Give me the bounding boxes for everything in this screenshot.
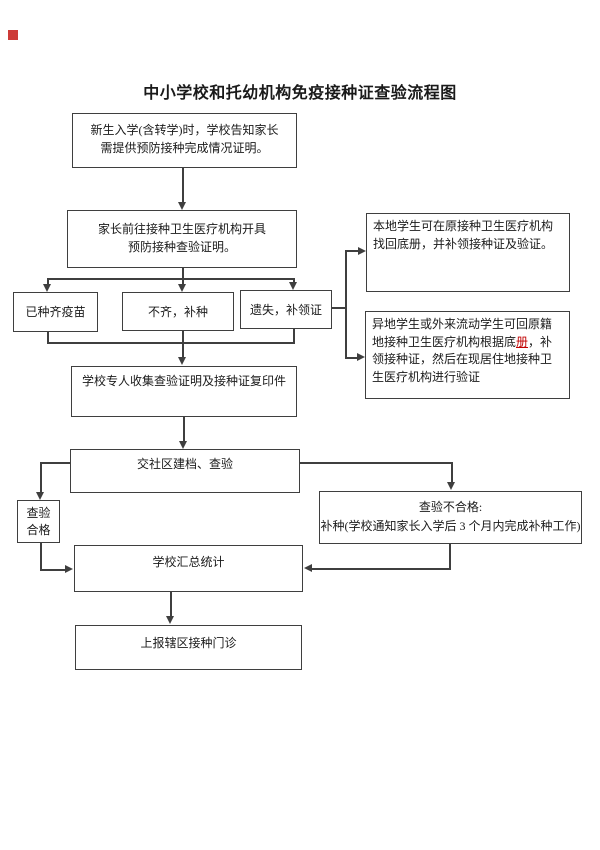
- box-remote-post: ，补领接种证，然后在现居住地接种卫生医疗机构进行验证: [372, 334, 553, 384]
- connector-enroll-parents: [182, 168, 184, 203]
- connector-to-remote: [345, 357, 358, 359]
- box-summary-label: 学校汇总统计: [152, 555, 225, 569]
- arrowhead-remote: [357, 353, 365, 361]
- connector-branch-bar: [47, 278, 295, 280]
- flowchart-box-pass: 查验 合格: [17, 500, 60, 543]
- arrowhead-fail: [447, 482, 455, 490]
- box-fail-line1: 查验不合格:: [418, 500, 483, 514]
- box-remote-text: 异地学生或外来流动学生可回原籍地接种卫生医疗机构根据底册，补领接种证，然后在现居…: [366, 312, 569, 390]
- connector-lost-vertical: [345, 250, 347, 358]
- box-community-label: 交社区建档、查验: [136, 457, 233, 471]
- flowchart-box-report: 上报辖区接种门诊: [75, 625, 302, 670]
- connector-branch-right: [293, 278, 295, 283]
- connector-merge-down: [182, 331, 184, 358]
- connector-summary-report: [170, 592, 172, 617]
- connector-pass-summary-v: [40, 543, 42, 570]
- arrowhead-branch-lost: [289, 282, 297, 290]
- flowchart-box-collect: 学校专人收集查验证明及接种证复印件: [71, 366, 297, 417]
- connector-fail-summary-h: [312, 568, 451, 570]
- box-lost-label: 遗失，补领证: [249, 303, 322, 317]
- arrowhead-pass: [36, 492, 44, 500]
- arrowhead-branch-incomplete: [178, 284, 186, 292]
- flowchart-box-local: 本地学生可在原接种卫生医疗机构 找回底册，并补领接种证及验证。: [366, 213, 570, 292]
- connector-community-right: [300, 462, 453, 464]
- connector-branch-left: [47, 278, 49, 285]
- box-remote-highlight: 册: [516, 334, 529, 349]
- box-local-text: 本地学生可在原接种卫生医疗机构 找回底册，并补领接种证及验证。: [367, 214, 569, 257]
- connector-parents-branch: [182, 268, 184, 279]
- arrowhead-local: [358, 247, 366, 255]
- arrowhead-community: [179, 441, 187, 449]
- connector-community-left: [40, 462, 70, 464]
- flowchart-box-incomplete: 不齐，补种: [122, 292, 234, 331]
- arrowhead-summary-left: [65, 565, 73, 573]
- arrowhead-enroll-parents: [178, 202, 186, 210]
- box-enroll-line2: 需提供预防接种完成情况证明。: [100, 141, 269, 155]
- box-fail-line2: 补种(学校通知家长入学后 3 个月内完成补种工作): [320, 519, 581, 533]
- connector-pass-down: [40, 462, 42, 493]
- page-title: 中小学校和托幼机构免疫接种证查验流程图: [143, 85, 457, 102]
- connector-to-local: [345, 250, 359, 252]
- box-parents-line2: 预防接种查验证明。: [127, 240, 236, 254]
- flowchart-box-complete: 已种齐疫苗: [13, 292, 98, 332]
- flowchart-box-parents: 家长前往接种卫生医疗机构开具 预防接种查验证明。: [67, 210, 297, 268]
- flowchart-box-lost: 遗失，补领证: [240, 290, 332, 329]
- connector-branch-mid: [182, 278, 184, 285]
- flowchart-box-remote: 异地学生或外来流动学生可回原籍地接种卫生医疗机构根据底册，补领接种证，然后在现居…: [365, 311, 570, 399]
- flowchart-box-fail: 查验不合格: 补种(学校通知家长入学后 3 个月内完成补种工作): [319, 491, 582, 544]
- arrowhead-summary-right: [304, 564, 312, 572]
- connector-merge-bar: [47, 342, 295, 344]
- box-report-label: 上报辖区接种门诊: [140, 636, 237, 650]
- connector-pass-summary-h: [40, 569, 66, 571]
- box-pass-line1: 查验: [26, 506, 51, 520]
- flowchart-box-summary: 学校汇总统计: [74, 545, 303, 592]
- box-local-line1: 本地学生可在原接种卫生医疗机构: [373, 219, 554, 233]
- connector-merge-left: [47, 332, 49, 344]
- box-enroll-line1: 新生入学(含转学)时，学校告知家长: [90, 123, 279, 137]
- connector-lost-stub: [332, 307, 346, 309]
- box-collect-label: 学校专人收集查验证明及接种证复印件: [81, 374, 286, 388]
- connector-merge-right: [293, 329, 295, 344]
- arrowhead-branch-complete: [43, 284, 51, 292]
- flowchart-box-enroll: 新生入学(含转学)时，学校告知家长 需提供预防接种完成情况证明。: [72, 113, 297, 168]
- box-remote-pre: 异地学生或外来流动学生可回原籍地接种卫生医疗机构根据底: [372, 317, 553, 349]
- box-parents-line1: 家长前往接种卫生医疗机构开具: [97, 222, 266, 236]
- connector-collect-community: [183, 417, 185, 442]
- connector-fail-summary-v: [449, 544, 451, 570]
- arrowhead-report: [166, 616, 174, 624]
- flowchart-box-community: 交社区建档、查验: [70, 449, 300, 493]
- box-local-line2: 找回底册，并补领接种证及验证。: [373, 236, 554, 251]
- box-complete-label: 已种齐疫苗: [25, 305, 86, 319]
- box-incomplete-label: 不齐，补种: [147, 305, 208, 319]
- box-pass-line2: 合格: [26, 523, 51, 537]
- red-marker-icon: [8, 30, 18, 40]
- arrowhead-collect: [178, 357, 186, 365]
- connector-fail-down: [451, 462, 453, 483]
